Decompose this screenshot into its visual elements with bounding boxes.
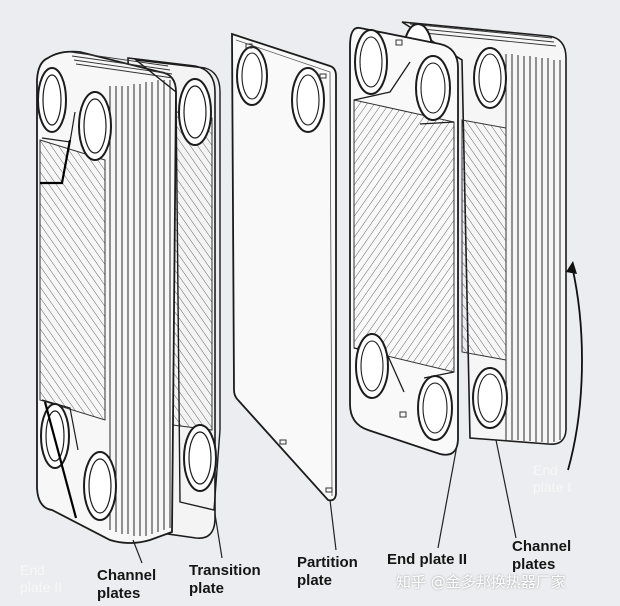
port-hole-icon: [417, 375, 453, 441]
label-channel-plates-left: Channel plates: [97, 567, 157, 602]
label-channel-plates-right: Channel plates: [512, 538, 572, 573]
port-hole-icon: [472, 367, 508, 429]
channel-plates-pack-right: [401, 21, 567, 446]
label-partition-plate: Partition plate: [297, 554, 358, 589]
label-end-plate-ii: End plate II: [387, 551, 468, 568]
port-hole-icon: [473, 47, 507, 109]
port-hole-icon: [415, 55, 451, 121]
end-plate-ii-drawing: [349, 26, 459, 456]
label-transition-plate: Transition plate: [189, 562, 261, 597]
ghost-label-end-plate-i: End plate I: [533, 462, 572, 495]
curved-arrow: [567, 265, 583, 471]
partition-plate-drawing: [231, 32, 337, 502]
leader-lines: [132, 439, 517, 564]
ghost-label-end-plate-ii: End plate II: [20, 562, 63, 595]
arrow-head-icon: [566, 261, 577, 274]
transition-plate-drawing: [133, 59, 221, 511]
port-hole-icon: [37, 67, 67, 133]
watermark: 知乎 @金多邦换热器厂家: [396, 573, 566, 591]
channel-plates-pack-left: [36, 50, 217, 544]
